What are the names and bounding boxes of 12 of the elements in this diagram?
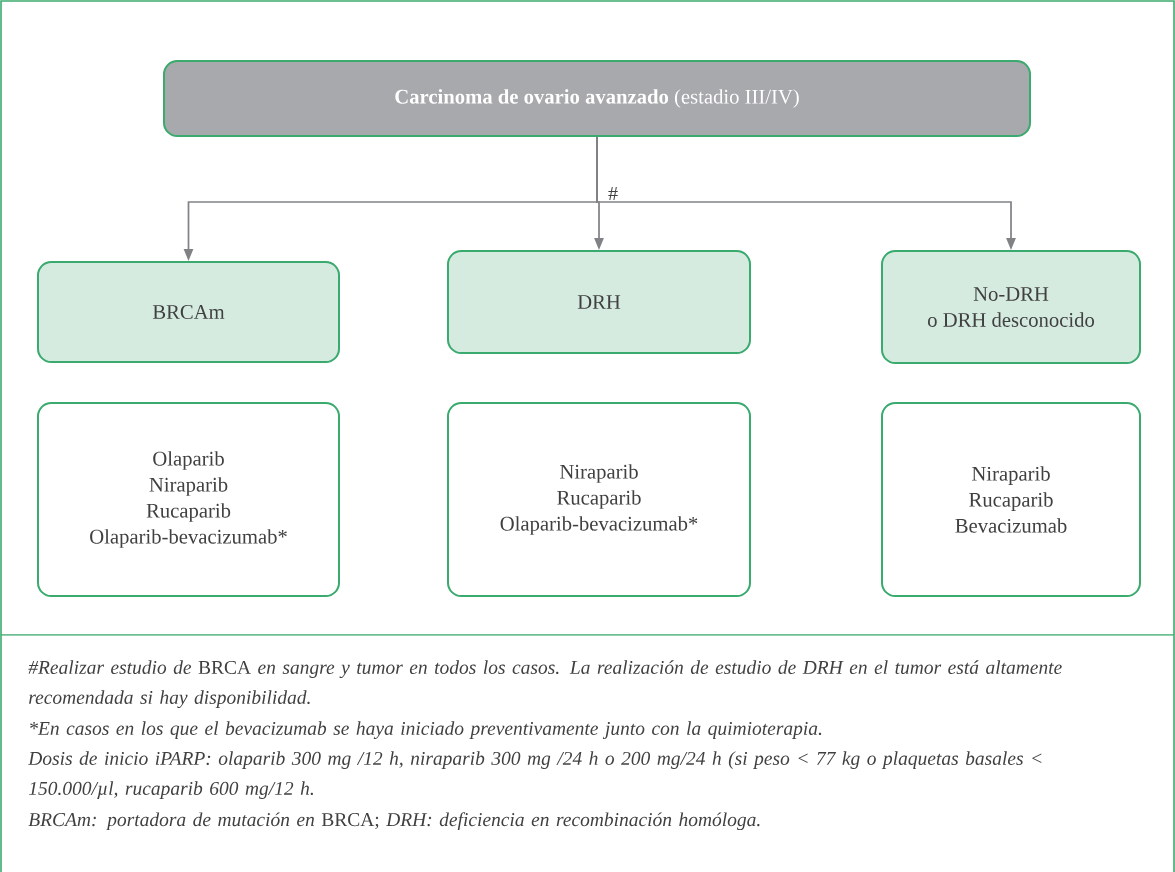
category-box: BRCAm: [37, 261, 340, 363]
footnote: Dosis de inicio iPARP: olaparib 300 mg /12 h, niraparib 300 mg /24 h o 200 mg/24 h (si peso < 77 kg o plaquetas basales < 150.000/µl, rucaparib 600 mg/12 h.: [28, 751, 1042, 799]
category-box: DRH: [447, 250, 751, 354]
category-box: No-DRH o DRH desconocido: [881, 250, 1141, 364]
footnote: BRCAm: portadora de mutación en BRCA; DRH: deficiencia en recombinación homóloga.: [28, 812, 760, 831]
edge-label: #: [608, 186, 618, 201]
title-box: Carcinoma de ovario avanzado (estadio III/IV): [163, 60, 1031, 137]
treatment-box: Niraparib Rucaparib Bevacizumab: [881, 402, 1141, 597]
treatment-box: Niraparib Rucaparib Olaparib-bevacizumab*: [447, 402, 751, 597]
footnote: *En casos en los que el bevacizumab se haya iniciado preventivamente junto con la quimioterapia.: [30, 721, 822, 739]
footnote: #Realizar estudio de BRCA en sangre y tumor en todos los casos. La realización de estudio de DRH en el tumor está altamente recomendada si hay disponibilidad.: [28, 660, 1062, 708]
treatment-box: Olaparib Niraparib Rucaparib Olaparib-bevacizumab*: [37, 402, 340, 597]
